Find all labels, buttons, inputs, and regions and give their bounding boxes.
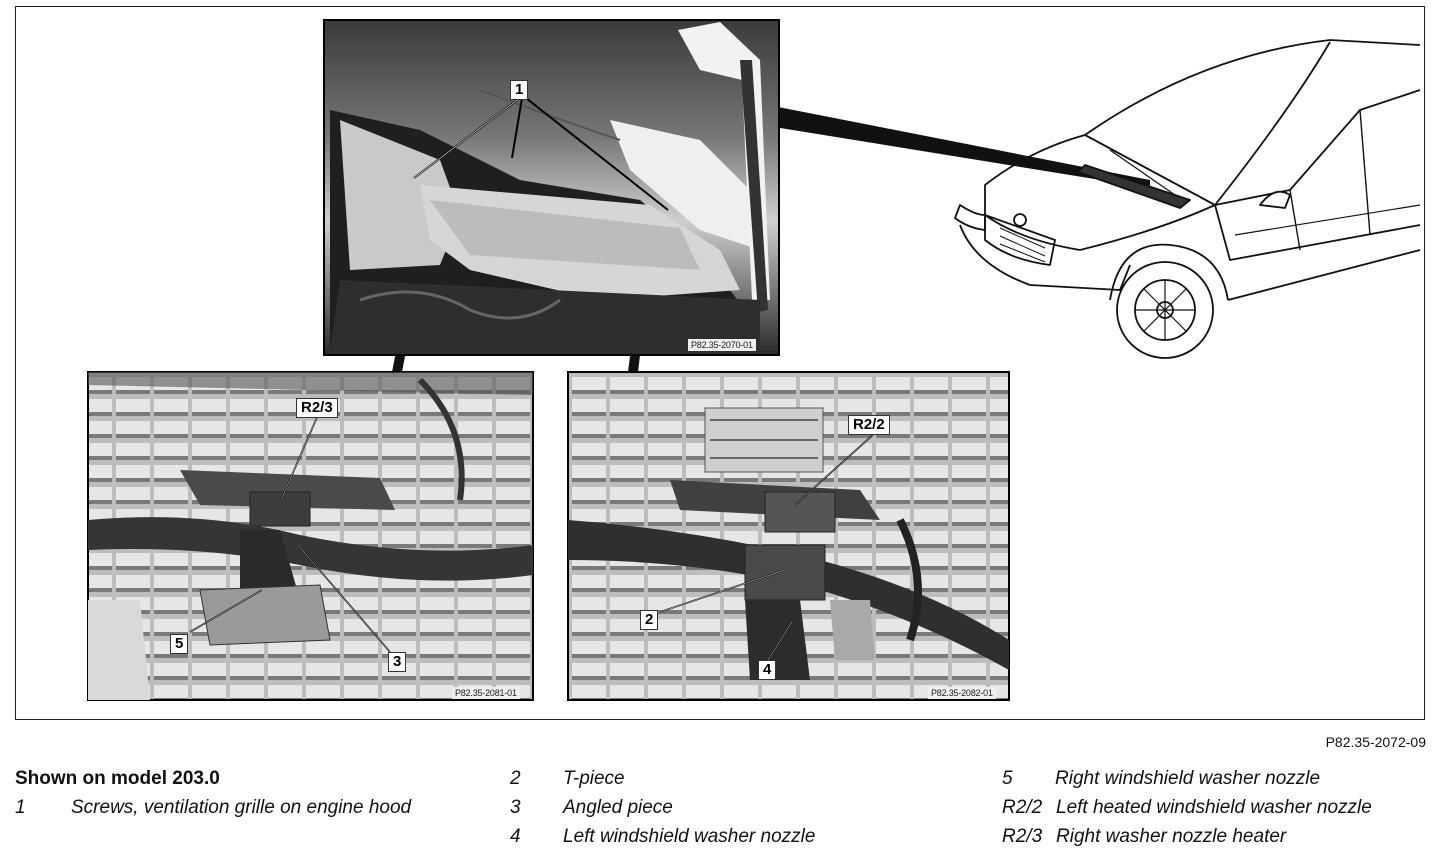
legend-column-2: 2 T-piece 3 Angled piece 4 Left windshie… bbox=[510, 764, 930, 851]
callout-3: 3 bbox=[388, 652, 407, 672]
photo-top-code: P82.35-2070-01 bbox=[688, 339, 756, 351]
connector-wedge-car bbox=[768, 105, 1150, 188]
legend-item: 4 Left windshield washer nozzle bbox=[510, 822, 930, 851]
legend-item-number: 4 bbox=[510, 826, 521, 847]
legend-item: 1 Screws, ventilation grille on engine h… bbox=[15, 793, 465, 822]
legend-item-text: Screws, ventilation grille on engine hoo… bbox=[71, 797, 412, 818]
legend-title: Shown on model 203.0 bbox=[15, 768, 220, 789]
callout-2: 2 bbox=[640, 610, 659, 630]
legend-column-1: Shown on model 203.0 1 Screws, ventilati… bbox=[15, 764, 465, 822]
legend-item-number: R2/2 bbox=[1002, 797, 1043, 818]
photo-bottom-left bbox=[87, 371, 534, 701]
legend-item-number: 5 bbox=[1002, 768, 1013, 789]
legend-item-text: Left windshield washer nozzle bbox=[563, 826, 816, 847]
legend-item: R2/3 Right washer nozzle heater bbox=[1002, 822, 1432, 851]
photo-bottom-right-code: P82.35-2082-01 bbox=[928, 687, 996, 699]
callout-1: 1 bbox=[510, 80, 529, 100]
legend-item-text: Right windshield washer nozzle bbox=[1055, 768, 1321, 789]
legend-item-number: 1 bbox=[15, 797, 26, 818]
legend-item-text: Left heated windshield washer nozzle bbox=[1056, 797, 1372, 818]
photo-top bbox=[323, 19, 780, 356]
legend-item: R2/2 Left heated windshield washer nozzl… bbox=[1002, 793, 1432, 822]
callout-5: 5 bbox=[170, 634, 189, 654]
callout-r2-3: R2/3 bbox=[296, 398, 338, 418]
legend-item-text: Angled piece bbox=[563, 797, 673, 818]
figure-code: P82.35-2072-09 bbox=[1325, 734, 1426, 750]
legend-column-3: 5 Right windshield washer nozzle R2/2 Le… bbox=[1002, 764, 1432, 851]
legend-item-text: Right washer nozzle heater bbox=[1056, 826, 1287, 847]
photo-bottom-right bbox=[567, 371, 1010, 701]
legend-item-number: 3 bbox=[510, 797, 521, 818]
legend-item: 5 Right windshield washer nozzle bbox=[1002, 764, 1432, 793]
callout-r2-2: R2/2 bbox=[848, 415, 890, 435]
photo-bottom-left-code: P82.35-2081-01 bbox=[452, 687, 520, 699]
legend-item-text: T-piece bbox=[563, 768, 625, 789]
callout-4: 4 bbox=[758, 660, 777, 680]
legend-item: 2 T-piece bbox=[510, 764, 930, 793]
legend-item: 3 Angled piece bbox=[510, 793, 930, 822]
car-illustration bbox=[954, 39, 1421, 359]
legend-item-number: R2/3 bbox=[1002, 826, 1043, 847]
legend-item-number: 2 bbox=[510, 768, 521, 789]
